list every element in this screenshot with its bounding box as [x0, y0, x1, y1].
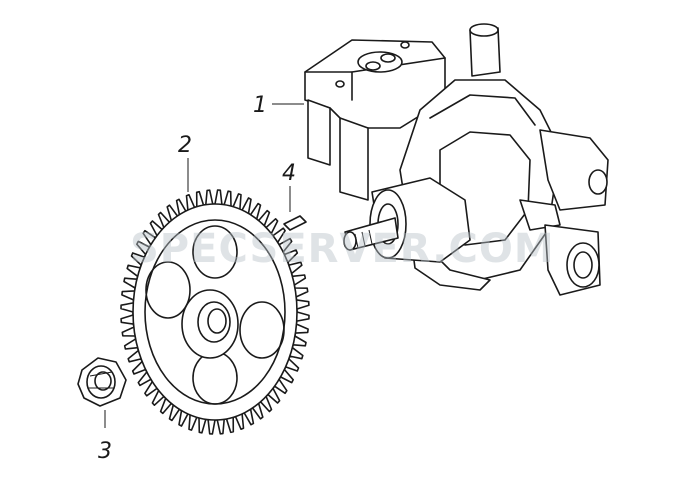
- callout-1: 1: [253, 93, 267, 118]
- callout-2: 2: [178, 133, 192, 158]
- callout-3: 3: [98, 439, 112, 464]
- key: [283, 215, 307, 231]
- drive-gear: [120, 189, 310, 435]
- nut: [77, 357, 127, 407]
- watermark: SPECSERVER.COM: [130, 226, 555, 272]
- leader-lines: [104, 103, 304, 428]
- callout-4: 4: [282, 161, 296, 186]
- oil-pump: [304, 23, 609, 296]
